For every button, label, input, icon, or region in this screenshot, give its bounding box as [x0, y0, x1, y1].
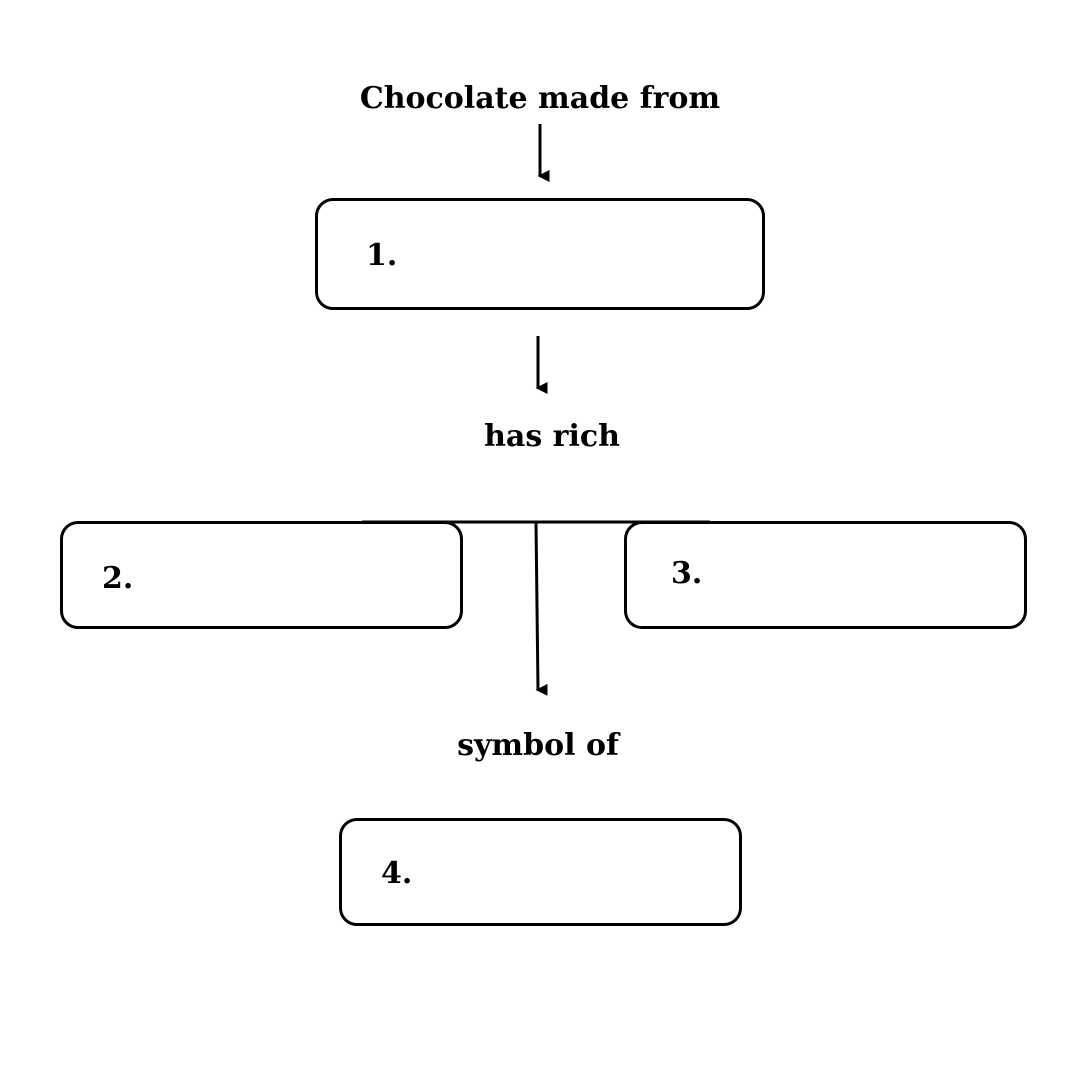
answer-box-4[interactable]: 4. — [339, 818, 742, 926]
box-number-2: 2. — [102, 561, 134, 596]
answer-box-1[interactable]: 1. — [315, 198, 765, 310]
label-has-rich: has rich — [484, 419, 620, 454]
answer-box-2[interactable]: 2. — [60, 521, 463, 629]
label-symbol-of: symbol of — [457, 728, 619, 763]
box-number-1: 1. — [366, 238, 398, 273]
label-chocolate-made-from: Chocolate made from — [359, 81, 721, 116]
arrow-branch-to-symbol-of — [534, 521, 548, 696]
answer-box-3[interactable]: 3. — [624, 521, 1027, 629]
box-number-3: 3. — [671, 556, 703, 591]
box-number-4: 4. — [381, 856, 413, 891]
